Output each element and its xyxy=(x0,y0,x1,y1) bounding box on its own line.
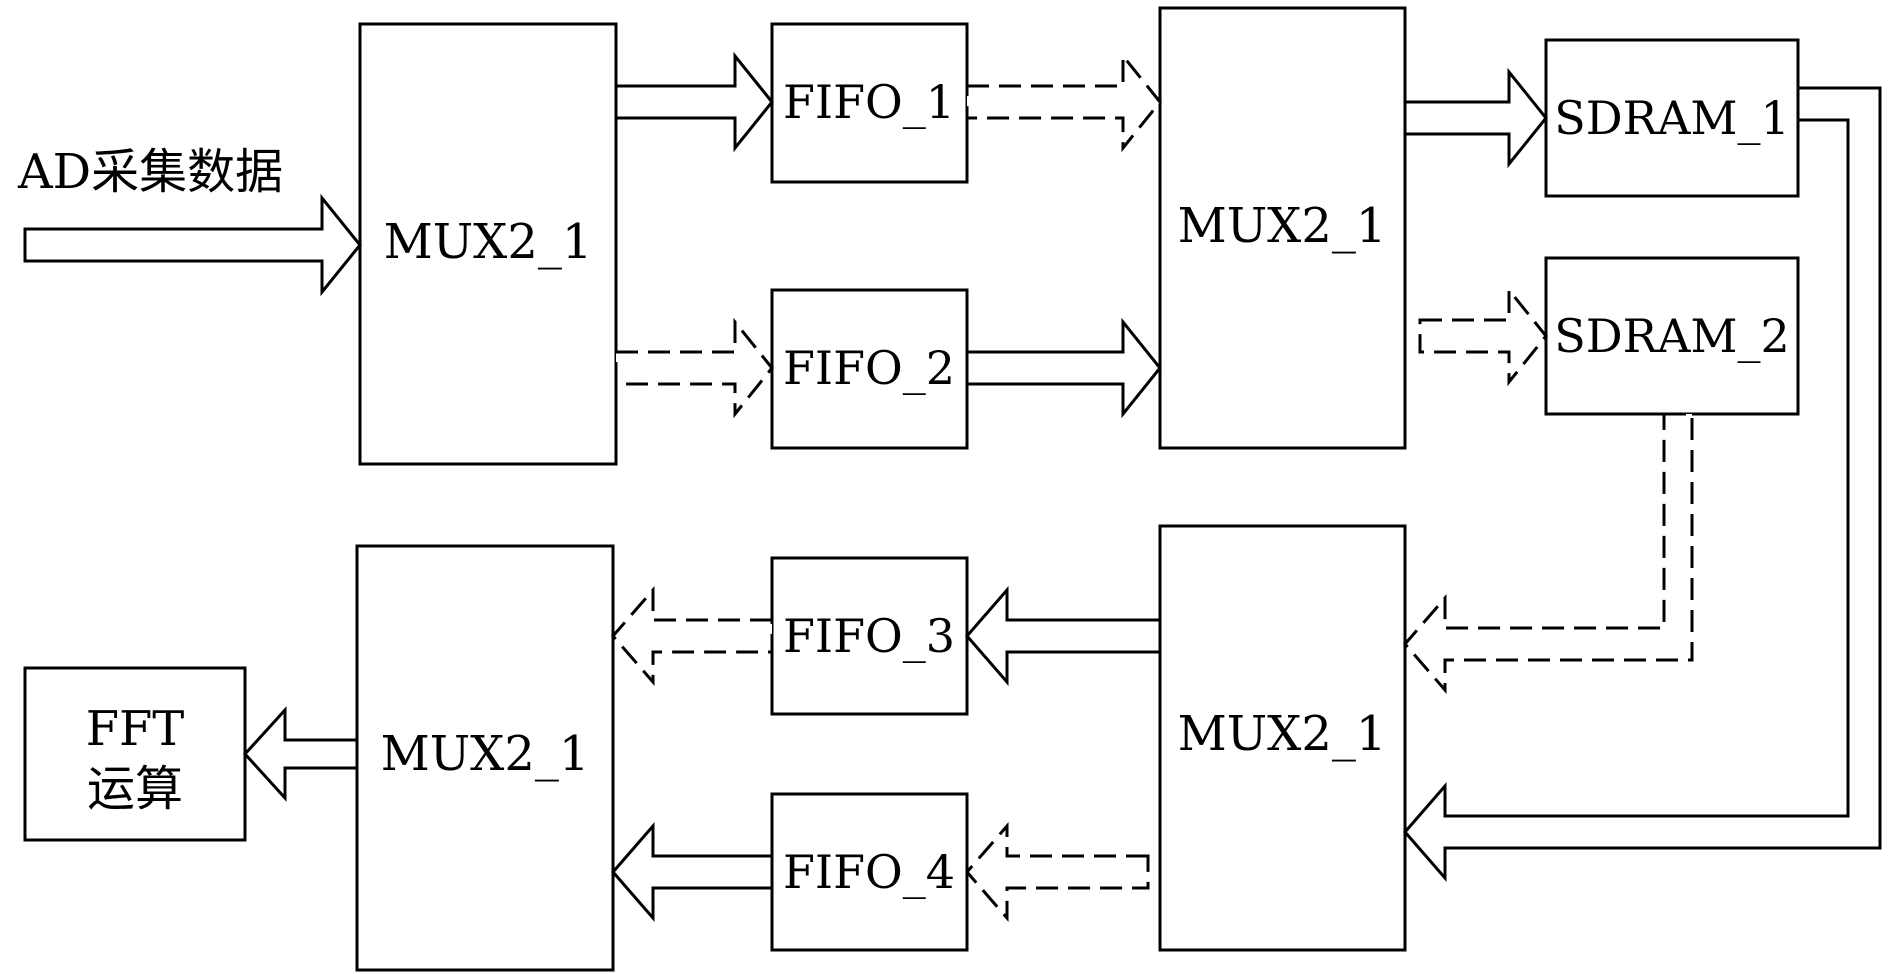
mux-to-fifo2-dashed-arrow xyxy=(614,317,774,419)
fifo-4-label: FIFO_4 xyxy=(783,845,955,899)
mux-to-fifo1-arrow xyxy=(614,51,774,153)
mux-to-fifo4-dashed-arrow xyxy=(965,821,1150,923)
sdram2-return-dashed-arrow xyxy=(1403,412,1694,695)
fft-label-line1: FFT xyxy=(86,701,185,757)
mux-to-fifo3-arrow xyxy=(965,585,1162,687)
fifo2-to-mux-arrow xyxy=(965,317,1162,419)
fifo1-to-mux-dashed-arrow xyxy=(965,51,1162,153)
fifo-1-block xyxy=(770,22,969,184)
sdram-2-label: SDRAM_2 xyxy=(1554,309,1790,363)
fft-label-line2: 运算 xyxy=(87,761,183,817)
mux-in-block xyxy=(358,22,618,466)
fifo-3-label: FIFO_3 xyxy=(783,609,955,663)
mux-mid-top-label: MUX2_1 xyxy=(1178,198,1387,254)
sdram-1-label: SDRAM_1 xyxy=(1554,91,1790,145)
fifo-2-label: FIFO_2 xyxy=(783,341,955,395)
mux-mid-bottom-label: MUX2_1 xyxy=(1178,706,1387,762)
fifo3-to-mux-dashed-arrow xyxy=(611,585,774,687)
fifo-1-label: FIFO_1 xyxy=(783,75,955,129)
mux-to-sdram1-arrow xyxy=(1403,67,1548,169)
mux-to-sdram2-dashed-arrow xyxy=(1418,285,1548,387)
fifo-2-block xyxy=(770,288,969,450)
mux-in-label: MUX2_1 xyxy=(384,214,593,270)
mux-to-fft-arrow xyxy=(242,706,359,802)
mux-out-block xyxy=(355,544,615,972)
input-label: AD采集数据 xyxy=(17,144,283,200)
sdram-1-block xyxy=(1544,38,1800,198)
mux-mid-bottom-block xyxy=(1158,524,1407,952)
input-arrow xyxy=(23,193,362,297)
mux-out-label: MUX2_1 xyxy=(381,726,590,782)
sdram1-return-arrow xyxy=(1403,86,1882,883)
fifo4-to-mux-arrow xyxy=(611,821,774,923)
mux-mid-top-block xyxy=(1158,6,1407,450)
